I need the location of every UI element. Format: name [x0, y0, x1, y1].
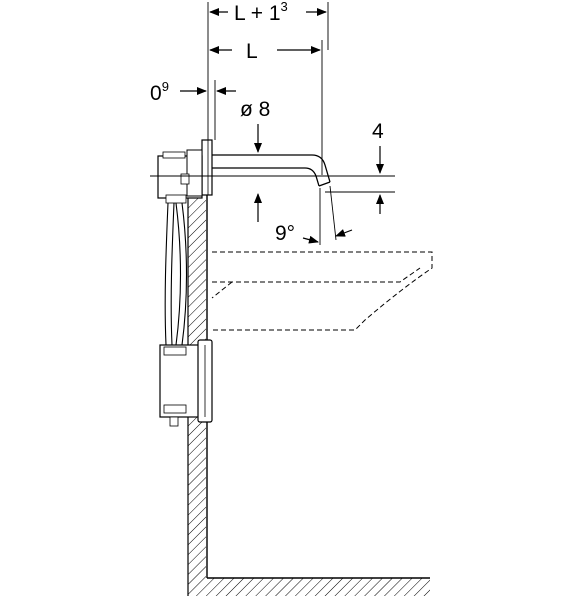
label-spout-length: L — [246, 40, 258, 63]
label-overall-length: L + 13 — [234, 0, 288, 25]
connection-hoses — [164, 202, 188, 346]
label-spout-angle: 9° — [275, 222, 295, 245]
extension-lines — [150, 2, 395, 245]
label-wall-offset: 09 — [150, 79, 169, 105]
concealed-valve-body — [157, 149, 203, 204]
label-pipe-diameter: ø 8 — [240, 98, 270, 121]
washbasin-outline — [211, 251, 433, 331]
wall-rosette — [201, 139, 213, 196]
dimension-labels: L + 13 L 09 ø 8 4 9° — [150, 0, 384, 245]
dimension-arrows — [180, 8, 384, 244]
wall-section — [187, 192, 430, 596]
spout — [212, 154, 331, 187]
lower-concealed-box — [159, 339, 213, 427]
label-spout-height: 4 — [372, 120, 384, 143]
